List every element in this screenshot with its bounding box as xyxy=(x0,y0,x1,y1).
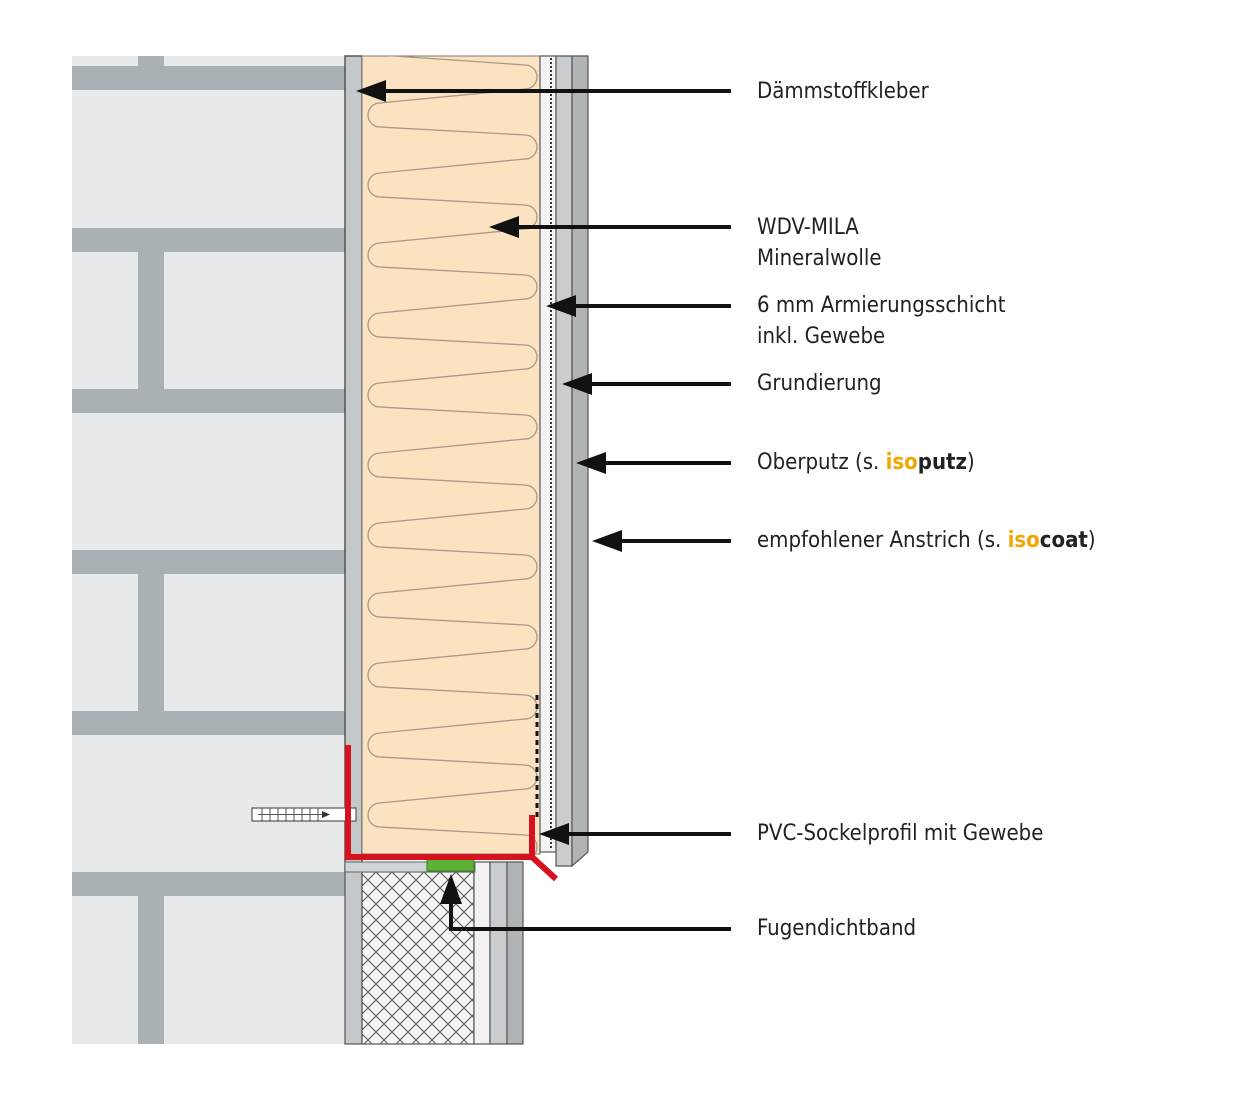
brand-putz: putz xyxy=(917,450,968,475)
brand-iso: iso xyxy=(1007,528,1040,553)
brand-iso: iso xyxy=(885,450,918,475)
mineral-wool-insulation xyxy=(361,55,541,855)
paint-layer xyxy=(571,55,589,868)
label-sockelprofil: PVC-Sockelprofil mit Gewebe xyxy=(757,821,1044,846)
pvc-plinth-profile xyxy=(345,745,559,882)
plinth-zone xyxy=(344,861,524,1045)
label-armierung-line2: inkl. Gewebe xyxy=(757,324,886,349)
label-anstrich: empfohlener Anstrich (s. isocoat) xyxy=(757,528,1096,553)
top-render-layer xyxy=(555,55,573,867)
masonry-wall xyxy=(72,56,345,1044)
label-wdv-line1: WDV-MILA xyxy=(757,215,859,240)
label-wdv-line2: Mineralwolle xyxy=(757,246,882,271)
label-armierungsschicht: 6 mm Armierungsschicht inkl. Gewebe xyxy=(757,290,1006,352)
label-fugendichtband: Fugendichtband xyxy=(757,916,917,941)
anchor-dowel xyxy=(251,807,357,822)
reinforcement-layer xyxy=(535,55,557,853)
label-wdv-mila: WDV-MILA Mineralwolle xyxy=(757,212,882,274)
leader-arrows xyxy=(356,80,731,931)
label-oberputz: Oberputz (s. isoputz) xyxy=(757,450,975,475)
label-armierung-line1: 6 mm Armierungsschicht xyxy=(757,293,1006,318)
label-daemmstoffkleber: Dämmstoffkleber xyxy=(757,79,929,104)
brand-coat: coat xyxy=(1039,528,1088,553)
label-grundierung: Grundierung xyxy=(757,371,882,396)
